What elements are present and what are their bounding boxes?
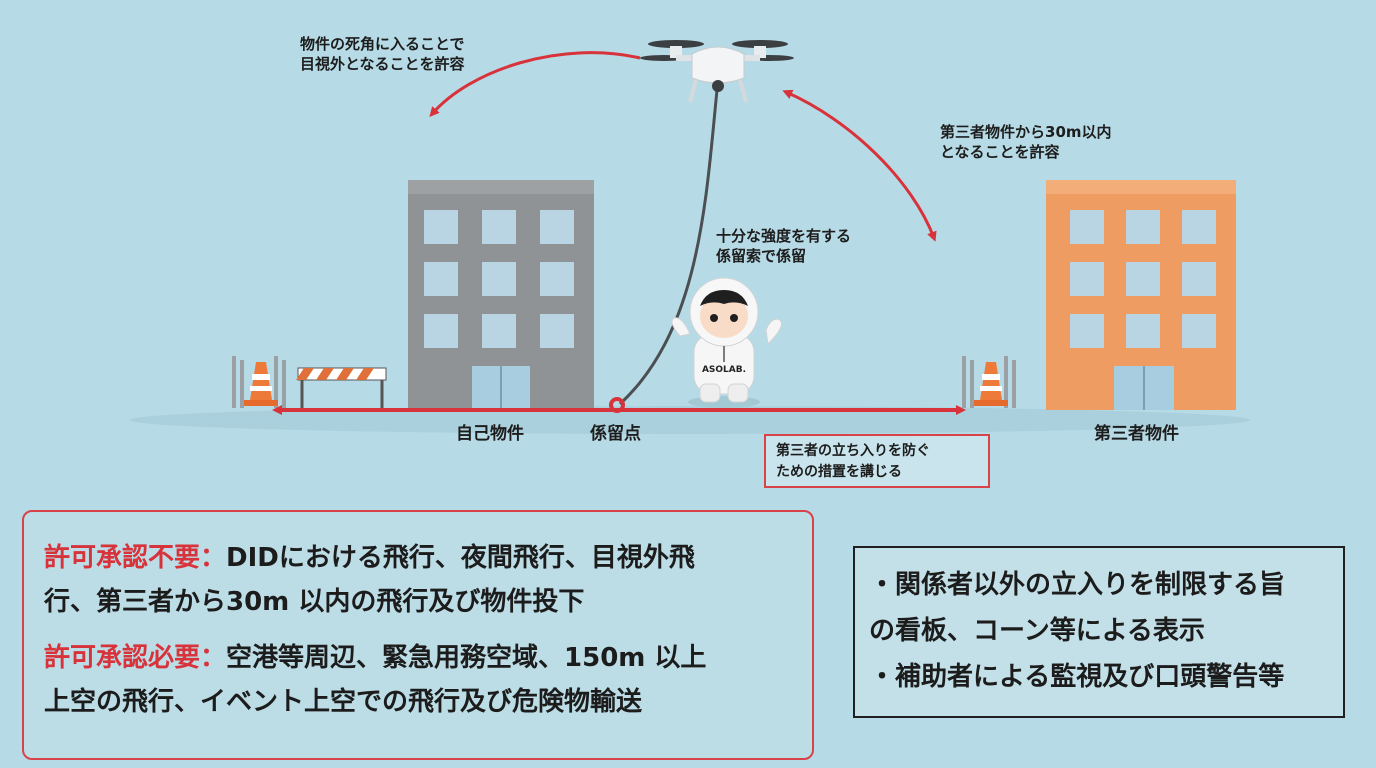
measure-item-signage: ・関係者以外の立入りを制限する旨 の看板、コーン等による表示 [869,570,1286,646]
tether-rope [618,89,719,406]
measure-item-monitoring: ・補助者による監視及び口頭警告等 [869,662,1285,692]
blind-spot-arrow [429,51,641,118]
drone-icon [640,40,794,103]
blind-spot-label: 物件の死角に入ることで 目視外となることを許容 [300,35,465,73]
permit-not-required-key: 許可承認不要： [44,543,227,573]
third-party-property-label: 第三者物件 [1094,424,1179,444]
third-party-distance-label: 第三者物件から30m以内 となることを許容 [940,123,1112,161]
mascot-logo-text: ASOLAB. [702,365,746,375]
permit-not-required-text-1: DIDにおける飛行、夜間飛行、目視外飛 [226,543,695,573]
mascot-character: ASOLAB. [671,277,782,408]
permit-not-required-text-2: 行、第三者から30m 以内の飛行及び物件投下 [44,587,585,617]
measures-box: ・関係者以外の立入りを制限する旨 の看板、コーン等による表示 ・補助者による監視… [853,546,1345,718]
third-party-building [1046,180,1236,410]
permit-not-required: 許可承認不要：DIDにおける飛行、夜間飛行、目視外飛 行、第三者から30m 以内… [44,536,792,624]
right-barrier [962,356,1016,408]
prevent-entry-box: 第三者の立ち入りを防ぐ ための措置を講じる [764,434,990,488]
permit-required-text-1: 空港等周辺、緊急用務空域、150m 以上 [226,643,707,673]
left-barrier [232,356,387,408]
permit-required-key: 許可承認必要： [44,643,227,673]
tether-label: 十分な強度を有する 係留索で係留 [716,227,852,265]
permit-required: 許可承認必要：空港等周辺、緊急用務空域、150m 以上 上空の飛行、イベント上空… [44,636,792,724]
anchor-point-marker [609,397,625,413]
permit-required-text-2: 上空の飛行、イベント上空での飛行及び危険物輸送 [44,687,643,717]
anchor-point-label: 係留点 [590,424,641,444]
permit-box: 許可承認不要：DIDにおける飛行、夜間飛行、目視外飛 行、第三者から30m 以内… [22,510,814,760]
own-building [408,180,594,410]
own-property-label: 自己物件 [456,424,524,444]
distance-arrow [782,89,937,242]
